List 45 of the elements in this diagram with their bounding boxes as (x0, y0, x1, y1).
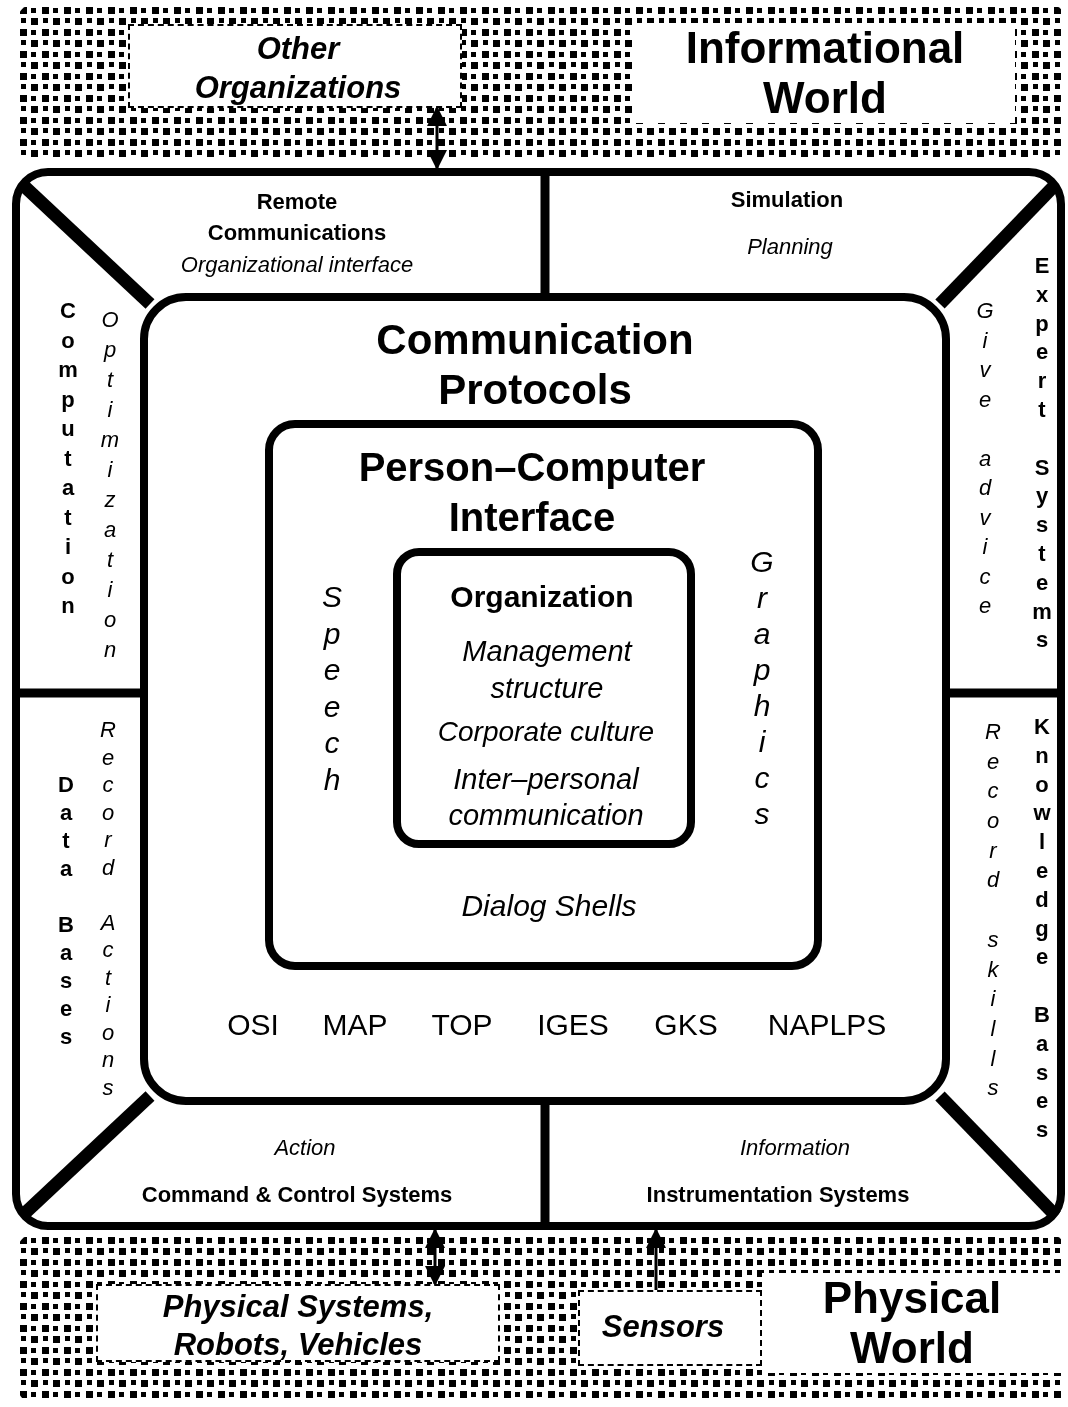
heading: Informational World (635, 23, 1015, 123)
vertical-label: Data Bases (57, 771, 75, 1051)
dashed-box (96, 1284, 500, 1362)
label-heading: Sensors (600, 1308, 726, 1345)
label: Management structure (461, 634, 634, 706)
label: Planning (746, 234, 834, 260)
vertical-label: Speech (321, 579, 343, 798)
label: Dialog Shells (460, 888, 638, 924)
vertical-label: Optimization (99, 306, 121, 664)
rounded-frame (12, 168, 1065, 1230)
label-heading: Remote Communications (206, 188, 388, 247)
label-heading: Simulation (729, 187, 845, 213)
dashed-box (578, 1290, 762, 1366)
label: Inter–personal communication (447, 762, 645, 833)
vertical-label: Computation (57, 297, 79, 620)
label: Action (272, 1135, 337, 1161)
label: TOP (430, 1007, 494, 1043)
vertical-label: Expert Systems (1031, 252, 1053, 655)
vertical-label: Record skills (984, 718, 1002, 1103)
label: OSI (226, 1007, 280, 1043)
label-heading: Organization (449, 579, 635, 615)
heading: Physical World (762, 1273, 1062, 1373)
rounded-box (393, 548, 695, 848)
label: IGES (536, 1007, 610, 1043)
vertical-label: Give advice (975, 297, 995, 620)
rounded-box (265, 420, 822, 970)
arrow (425, 1228, 445, 1286)
label-heading: Other Organizations (193, 30, 403, 107)
label-heading: Physical Systems, Robots, Vehicles (161, 1288, 435, 1364)
heading: Person–Computer Interface (357, 444, 707, 541)
label-heading: Instrumentation Systems (645, 1182, 911, 1208)
label-heading: Command & Control Systems (140, 1182, 454, 1208)
rounded-box (140, 293, 950, 1105)
label: Organizational interface (179, 252, 415, 278)
label: MAP (321, 1007, 389, 1043)
label: Information (738, 1135, 852, 1161)
vertical-label: Knowledge Bases (1032, 713, 1052, 1145)
heading: Communication Protocols (375, 315, 695, 415)
vertical-label: Record Actions (99, 716, 117, 1101)
vertical-label: Graphics (749, 544, 775, 832)
arrow (427, 106, 447, 170)
dashed-box (128, 24, 462, 108)
label: NAPLPS (766, 1007, 888, 1043)
label: GKS (653, 1007, 719, 1043)
label: Corporate culture (436, 715, 656, 749)
